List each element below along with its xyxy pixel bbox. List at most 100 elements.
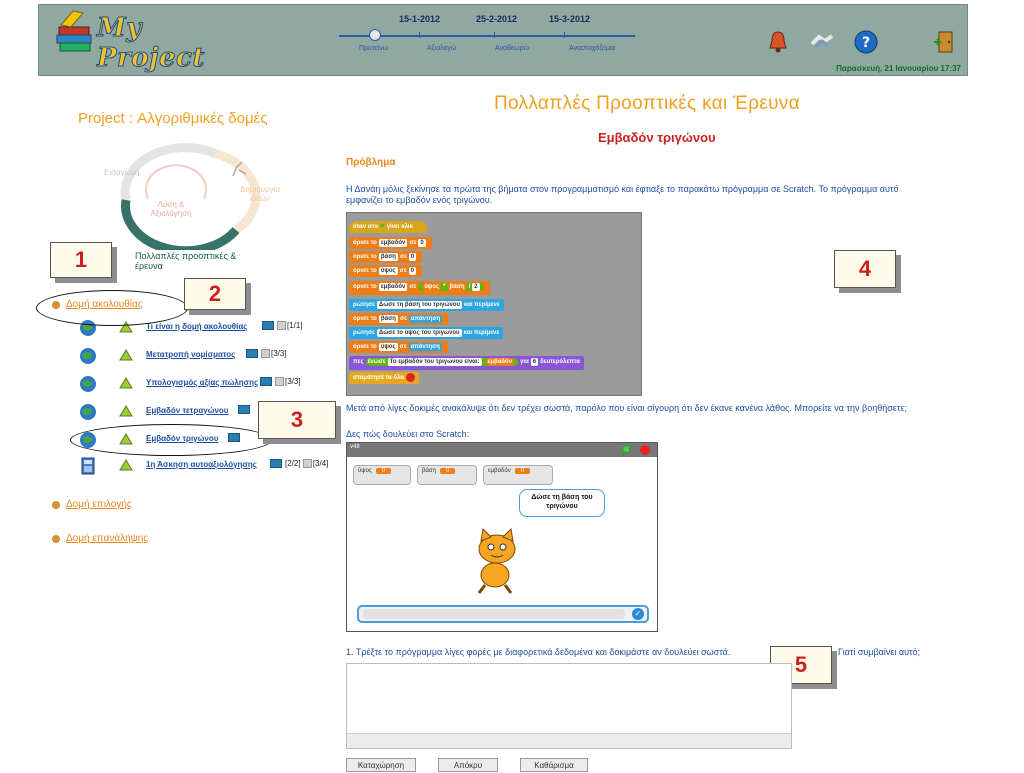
check-icon[interactable]: ✓ — [632, 608, 644, 620]
speech-bubble: Δώσε τη βάση του τριγώνου — [519, 489, 605, 517]
category-selection[interactable]: Δομή επιλογής — [66, 499, 132, 510]
block-text: σε — [399, 254, 407, 260]
question-text: 1. Τρέξτε το πρόγραμμα λίγες φορές με δι… — [346, 647, 731, 657]
callout-4: 4 — [834, 250, 896, 288]
value-slot: 6 — [530, 358, 539, 366]
list-item[interactable]: Εμβαδόν τετραγώνου — [78, 402, 318, 422]
sidebar-item-count-2: [3/4] — [312, 459, 329, 468]
var-slot: εμβαδόν — [378, 239, 408, 247]
problem-text: Η Δανάη μόλις ξεκίνησε τα πρώτα της βήμα… — [346, 184, 899, 194]
block-text: πες — [353, 359, 364, 365]
monitor-value: 0 — [439, 468, 456, 474]
timeline-date: 15-1-2012 — [399, 14, 441, 24]
timeline-tick — [419, 32, 420, 38]
block-text: ρώτησε — [353, 302, 375, 308]
category-repetition[interactable]: Δομή επανάληψης — [66, 533, 149, 544]
timeline-stage[interactable]: Αναθεωρώ — [495, 45, 530, 52]
doc-icon — [262, 321, 274, 331]
hat-block: όταν στο ⚑ γίνει κλικ — [349, 221, 427, 233]
submit-button[interactable]: Καταχώρηση — [346, 758, 416, 772]
stop-icon[interactable] — [639, 444, 651, 456]
callout-2: 2 — [184, 278, 246, 310]
page-title: Πολλαπλές Προοπτικές και Έρευνα — [494, 93, 800, 114]
doc-icon — [246, 349, 258, 359]
scratch-cat-icon[interactable] — [465, 527, 529, 597]
block-text: δευτερόλεπτα — [540, 359, 580, 365]
timeline-marker[interactable] — [369, 29, 381, 41]
value-slot: 0 — [418, 239, 426, 247]
answer-field[interactable] — [363, 609, 625, 619]
question-1-text: 1. Τρέξτε το πρόγραμμα λίγες φορές με δι… — [346, 647, 730, 658]
stop-sign-icon — [405, 372, 415, 382]
block-text: σε — [399, 344, 407, 350]
block-text: και περίμενε — [464, 302, 500, 308]
problem-heading: Πρόβλημα — [346, 157, 396, 168]
timeline-stage[interactable]: Αναστοχάζομαι — [569, 45, 616, 52]
monitor-value: 0 — [514, 468, 531, 474]
highlight-ring-category — [36, 290, 188, 326]
handshake-icon[interactable] — [809, 29, 835, 55]
monitor-label: βάση — [422, 468, 436, 474]
hide-button[interactable]: Απόκρυ — [438, 758, 498, 772]
clear-button[interactable]: Καθάρισμα — [520, 758, 588, 772]
problem-text-2: εμφανίζει το εμβαδόν ενός τριγώνου. — [346, 195, 493, 205]
timeline-stage[interactable]: Προτείνω — [359, 45, 389, 52]
sidebar-item-label[interactable]: Υπολογισμός αξίας πώλησης — [146, 378, 259, 387]
timeline-stage[interactable]: Αξιολογώ — [427, 45, 457, 52]
bell-icon[interactable] — [765, 29, 791, 55]
highlight-ring-item — [70, 424, 272, 456]
green-flag-icon: ⚑ — [379, 224, 386, 230]
list-item[interactable]: 1η Άσκηση αυτοαξιολόγησης [2/2] [3/4] — [78, 456, 328, 476]
list-item[interactable]: Υπολογισμός αξίας πώλησης [3/3] — [78, 374, 318, 394]
progress-star-icon — [119, 405, 133, 417]
block-text: ρώτησε — [353, 330, 375, 336]
timeline-tick — [494, 32, 495, 38]
value-slot: Δώσε το ύψος του τριγώνου — [376, 329, 462, 337]
calculator-icon — [81, 457, 95, 475]
callout-3: 3 — [258, 401, 336, 439]
answer-textarea[interactable] — [346, 663, 792, 749]
globe-icon — [80, 348, 96, 364]
doc-icon — [270, 459, 282, 469]
cycle-label-solution: Λύση & Αξιολόγηση — [150, 200, 192, 218]
globe-icon — [80, 404, 96, 420]
callout-1: 1 — [50, 242, 112, 278]
block-text: σε — [399, 316, 407, 322]
page-icon — [275, 377, 284, 387]
sidebar-item-count: [1/1] — [287, 321, 303, 330]
progress-star-icon — [119, 377, 133, 389]
value-slot: 0 — [408, 253, 417, 261]
bullet-icon — [52, 535, 60, 543]
sidebar-item-label[interactable]: Μετατροπή νομίσματος — [146, 350, 236, 359]
sidebar-item-label[interactable]: 1η Άσκηση αυτοαξιολόγησης — [146, 460, 257, 469]
project-title: Project : Αλγοριθμικές δομές — [78, 110, 268, 127]
var-slot: εμβαδόν — [378, 283, 408, 291]
sidebar-item-count: [2/2] — [285, 459, 301, 468]
app-header: My Project 15-1-2012 25-2-2012 15-3-2012… — [38, 4, 968, 76]
stage-titlebar: v48 — [347, 443, 657, 457]
cycle-label-intro: Εισαγωγή — [104, 168, 140, 177]
list-item[interactable]: Μετατροπή νομίσματος [3/3] — [78, 346, 318, 366]
green-flag-icon[interactable] — [621, 444, 633, 456]
block-text: όρισε το — [353, 254, 377, 260]
sidebar-item-label[interactable]: Τι είναι η δομή ακολουθίας — [146, 322, 248, 331]
progress-star-icon — [119, 321, 133, 333]
help-icon[interactable]: ? — [853, 29, 879, 55]
exit-door-icon[interactable] — [931, 29, 957, 55]
sidebar-item-label[interactable]: Εμβαδόν τετραγώνου — [146, 406, 229, 415]
page-icon — [302, 459, 312, 469]
logo[interactable]: My Project — [53, 7, 233, 74]
question-1-tail: Γιατί συμβαίνει αυτό; — [838, 647, 921, 657]
horizontal-scrollbar[interactable] — [347, 733, 791, 748]
answer-input[interactable]: ✓ — [357, 605, 649, 623]
cycle-active-stage: Πολλαπλές προοπτικές & έρευνα — [135, 251, 237, 271]
value-slot: Το εμβαδόν του τριγώνου είναι: — [387, 358, 482, 366]
cycle-label-ideas: Δημιουργία ιδεών — [240, 185, 280, 203]
